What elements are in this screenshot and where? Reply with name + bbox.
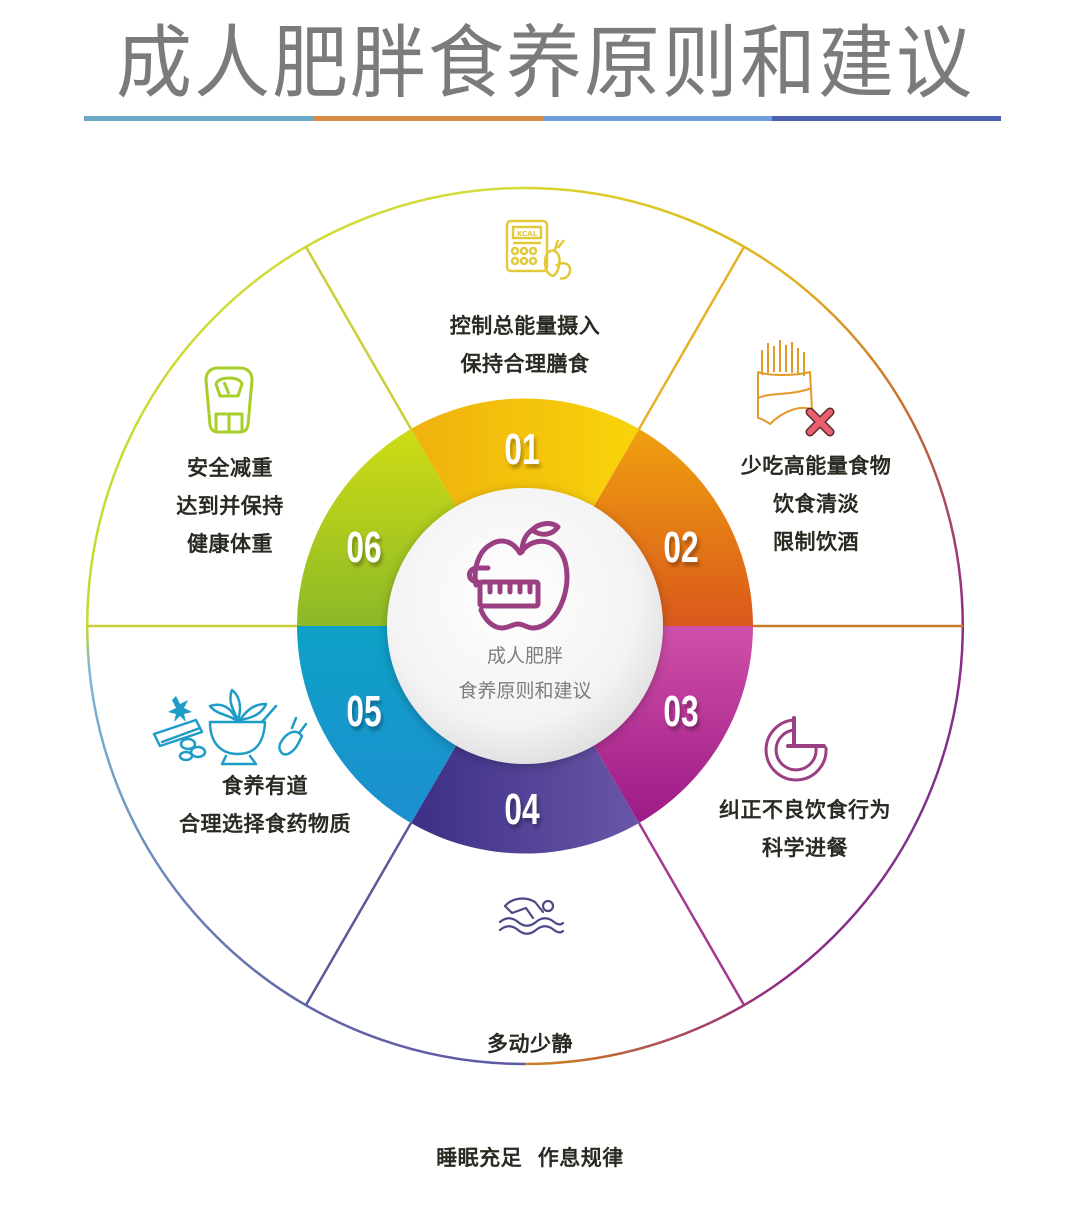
segment-05-arc[interactable] [297, 626, 457, 823]
segment-02-label: 少吃高能量食物 饮食清淡 限制饮酒 [706, 447, 926, 561]
segment-01-number: 01 [504, 425, 540, 474]
weighing-scale-icon [204, 366, 254, 434]
segment-06-number: 06 [346, 523, 382, 572]
segment-03-label: 纠正不良饮食行为 科学进餐 [680, 791, 930, 867]
segment-03-arc[interactable] [593, 626, 753, 823]
segment-06-line1: 安全减重 [187, 456, 273, 480]
nutrition-wheel-diagram: KCAL [85, 186, 965, 1066]
segment-05-line2: 合理选择食药物质 [179, 812, 351, 836]
segment-04-number: 04 [504, 785, 540, 834]
segment-05-number: 05 [346, 687, 382, 736]
title-bar-segment-1 [84, 116, 314, 121]
segment-02-line2: 饮食清淡 [773, 492, 859, 516]
center-title-line2: 食养原则和建议 [458, 680, 592, 702]
segment-06-line2: 达到并保持 [176, 494, 284, 518]
page-title: 成人肥胖食养原则和建议 [116, 15, 974, 110]
divider-line-lower-right [637, 822, 746, 1006]
segment-01-line1: 控制总能量摄入 [449, 314, 601, 338]
swimmer-icon [498, 897, 565, 935]
title-bar-segment-2 [313, 116, 543, 121]
svg-text:KCAL: KCAL [517, 230, 538, 238]
segment-04-arc[interactable] [411, 744, 639, 854]
divider-line-upper-right [637, 246, 746, 430]
calculator-kcal-vegetables-icon: KCAL [505, 219, 572, 280]
red-cross-icon [805, 407, 835, 437]
segment-03-line1: 纠正不良饮食行为 [719, 798, 891, 822]
divider-line-lower-left [304, 822, 413, 1006]
segment-06-arc[interactable] [297, 429, 457, 626]
segment-02-number: 02 [663, 523, 699, 572]
center-title-line1: 成人肥胖 [486, 645, 563, 667]
french-fries-cross-icon [757, 340, 813, 425]
segment-06-label: 安全减重 达到并保持 健康体重 [130, 449, 330, 563]
segment-06-line3: 健康体重 [187, 532, 273, 556]
segment-03-line2: 科学进餐 [762, 836, 848, 860]
segment-05-label: 食养有道 合理选择食药物质 [140, 767, 390, 843]
segment-01-line2: 保持合理膳食 [460, 352, 590, 376]
segment-01-label: 控制总能量摄入 保持合理膳食 [405, 307, 645, 383]
herbs-mortar-icon [152, 688, 308, 766]
segment-02-line1: 少吃高能量食物 [740, 454, 892, 478]
segment-02-arc[interactable] [593, 429, 753, 626]
segment-04-label: 多动少静 睡眠充足 作息规律 [400, 949, 660, 1215]
title-bar-segment-4 [771, 116, 1001, 121]
apple-measuring-tape-icon [467, 521, 570, 631]
segment-02-line3: 限制饮酒 [773, 530, 859, 554]
title-underline-bar [84, 116, 1001, 121]
divider-line-upper-left [304, 246, 413, 430]
segment-01-arc[interactable] [411, 398, 639, 508]
clock-icon [764, 716, 828, 782]
segment-03-number: 03 [663, 687, 699, 736]
segment-05-line1: 食养有道 [222, 774, 308, 798]
segment-04-line1: 多动少静 [487, 1032, 573, 1056]
title-bar-segment-3 [542, 116, 772, 121]
segment-04-line2: 睡眠充足 作息规律 [436, 1146, 624, 1170]
